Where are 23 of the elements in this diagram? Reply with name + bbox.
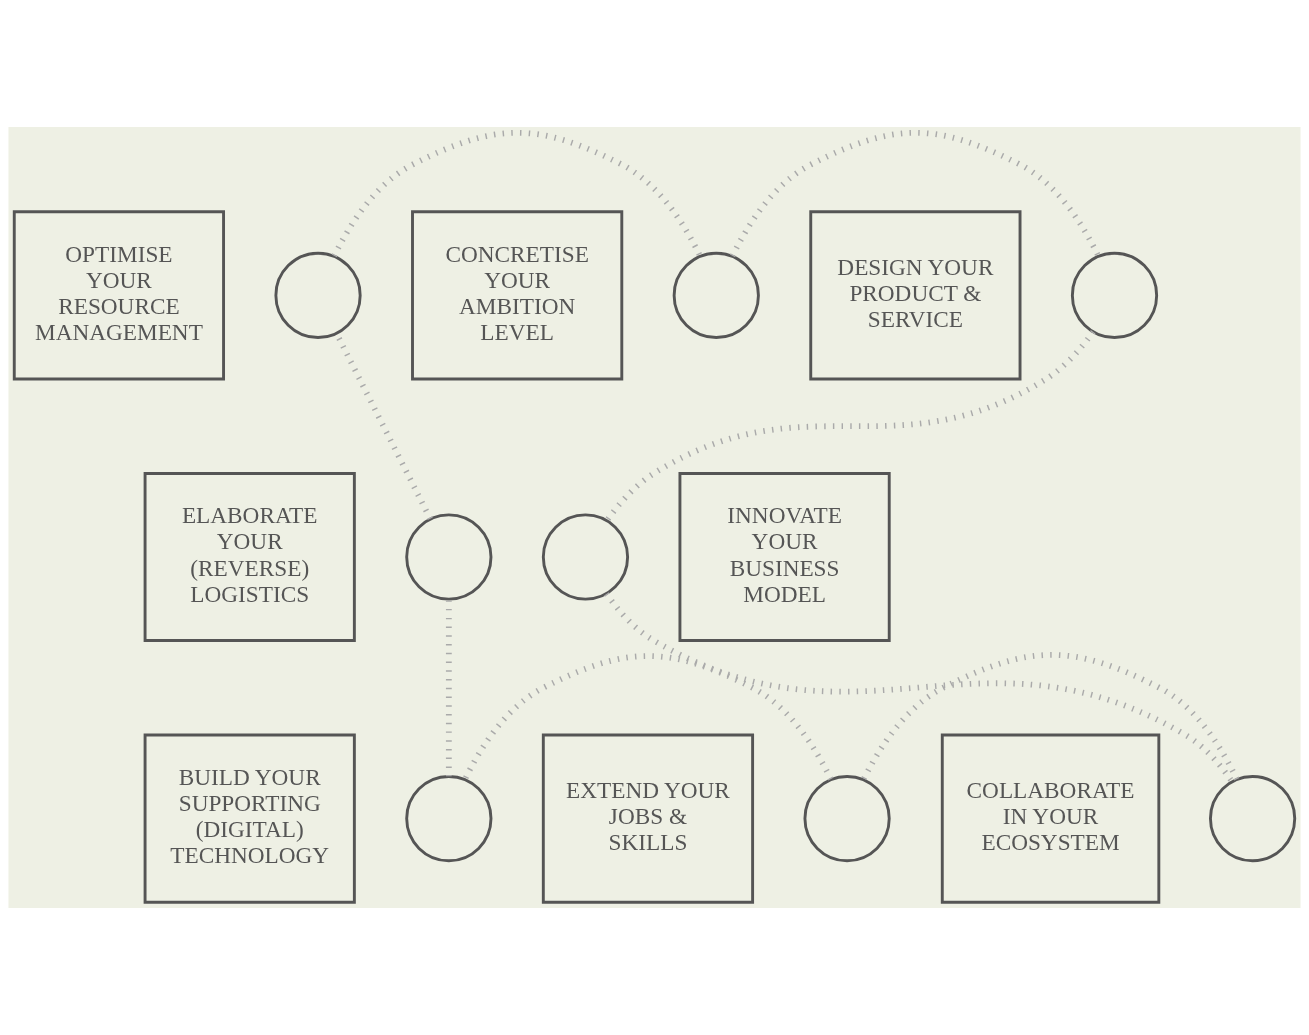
node-box: EXTEND YOUR JOBS & SKILLS (541, 733, 755, 904)
node-circle (1070, 251, 1159, 339)
node-box: ELABORATE YOUR (REVERSE) LOGISTICS (143, 471, 356, 643)
connector (604, 592, 1235, 784)
node-box: COLLABORATE IN YOUR ECOSYSTEM (940, 733, 1161, 904)
node-box: OPTIMISE YOUR RESOURCE MANAGEMENT (12, 210, 225, 381)
connector (445, 599, 452, 777)
connector (604, 330, 1096, 523)
node-box: DESIGN YOUR PRODUCT & SERVICE (809, 210, 1022, 381)
node-box: CONCRETISE YOUR AMBITION LEVEL (411, 210, 624, 381)
node-circle (672, 251, 760, 339)
node-box: INNOVATE YOUR BUSINESS MODEL (678, 471, 891, 643)
connector (462, 653, 834, 781)
connector (860, 652, 1240, 782)
connector (729, 130, 1101, 258)
node-circle (541, 513, 630, 601)
node-circle (803, 775, 891, 863)
connector (331, 130, 703, 258)
node-circle (274, 251, 362, 339)
node-box: BUILD YOUR SUPPORTING (DIGITAL) TECHNOLOGY (143, 733, 356, 904)
node-circle (405, 775, 493, 863)
node-circle (405, 513, 493, 601)
node-circle (1209, 775, 1297, 863)
